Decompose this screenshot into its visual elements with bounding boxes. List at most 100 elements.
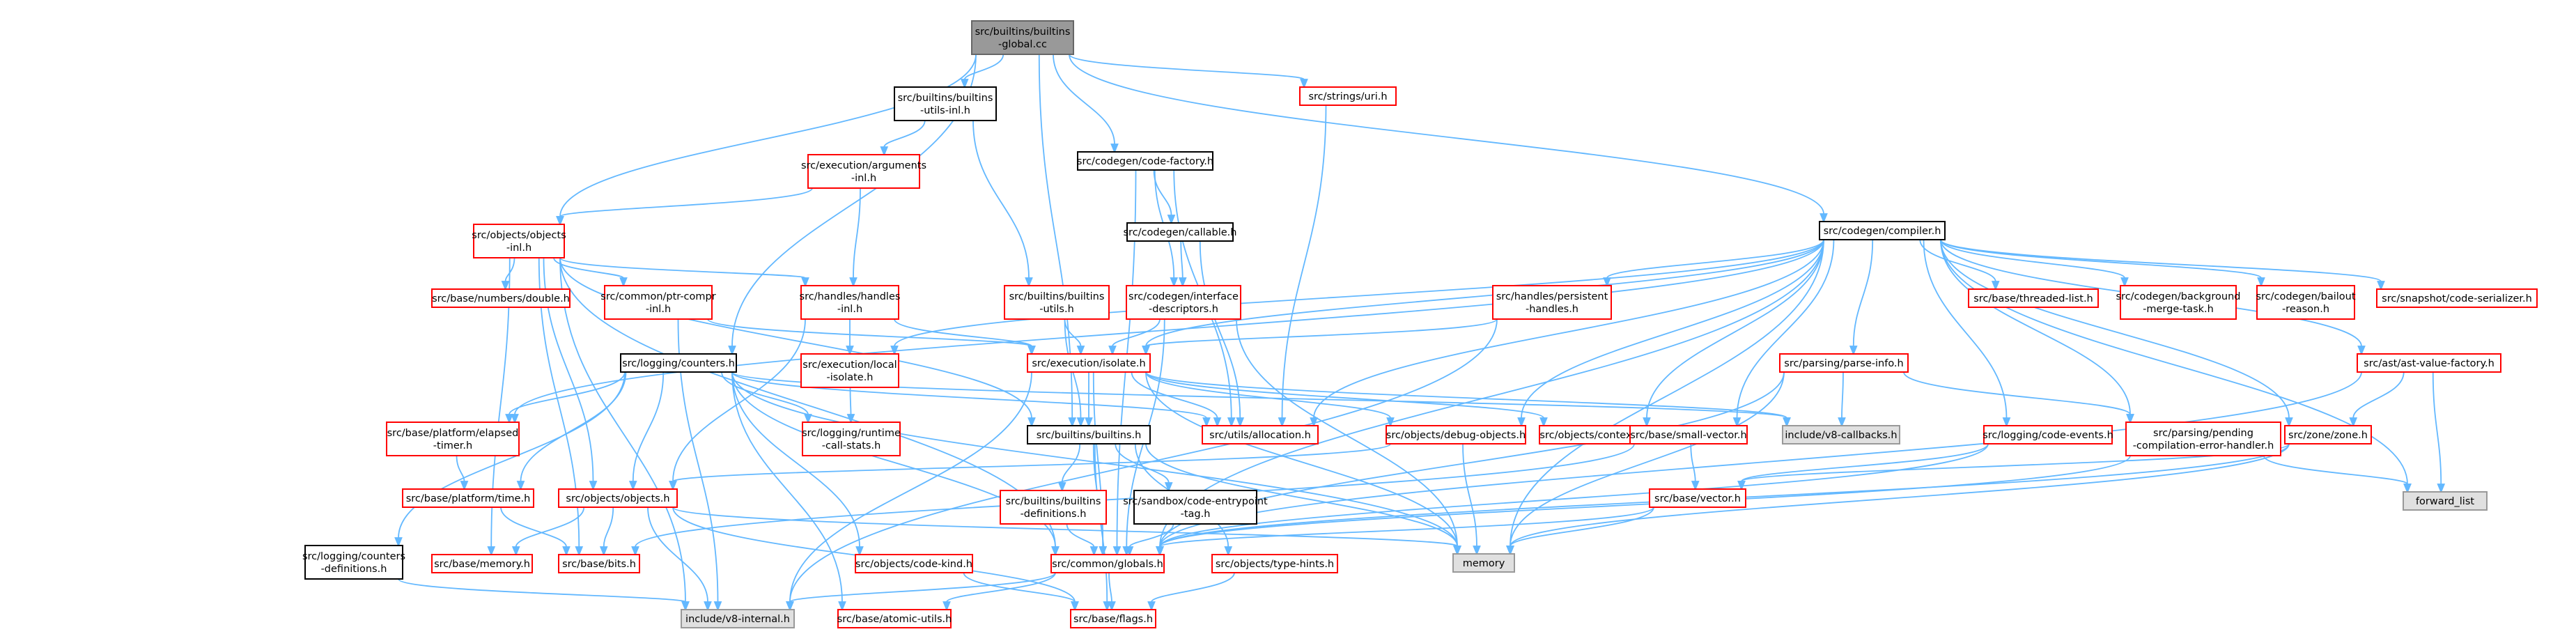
file-node-objects-objects[interactable]: src/objects/objects.h xyxy=(558,488,678,508)
node-box xyxy=(1027,353,1151,373)
file-node-base-atomic-utils[interactable]: src/base/atomic-utils.h xyxy=(837,609,952,628)
file-node-common-globals[interactable]: src/common/globals.h xyxy=(1050,554,1165,573)
node-label: src/builtins/builtins xyxy=(975,26,1071,38)
node-label: src/objects/type-hints.h xyxy=(1216,559,1334,570)
file-node-parsing-parse-info[interactable]: src/parsing/parse-info.h xyxy=(1779,353,1909,373)
file-node-codegen-background-merge-task[interactable]: src/codegen/background-merge-task.h xyxy=(2116,285,2241,320)
file-node-ast-ast-value-factory[interactable]: src/ast/ast-value-factory.h xyxy=(2357,353,2501,373)
edge-codegen-callable-to-utils-allocation xyxy=(1199,240,1245,428)
node-label: src/objects/objects xyxy=(472,230,566,241)
file-node-memory[interactable]: memory xyxy=(1452,553,1515,573)
file-node-common-ptr-compr-inl[interactable]: src/common/ptr-compr-inl.h xyxy=(600,285,716,320)
node-box xyxy=(1649,488,1746,508)
file-node-include-v8-internal[interactable]: include/v8-internal.h xyxy=(681,609,795,628)
file-node-codegen-compiler[interactable]: src/codegen/compiler.h xyxy=(1819,221,1946,240)
file-node-builtins-utils-inl[interactable]: src/builtins/builtins-utils-inl.h xyxy=(894,86,997,121)
file-node-base-flags[interactable]: src/base/flags.h xyxy=(1070,609,1156,628)
file-node-base-platform-elapsed-timer[interactable]: src/base/platform/elapsed-timer.h xyxy=(386,422,520,456)
file-node-exec-isolate[interactable]: src/execution/isolate.h xyxy=(1027,353,1151,373)
edge-line xyxy=(632,371,665,482)
edge-arrowhead xyxy=(1110,144,1119,154)
file-node-codegen-interface-descriptors[interactable]: src/codegen/interface-descriptors.h xyxy=(1126,285,1241,320)
edge-arrowhead xyxy=(2357,346,2366,356)
edge-arrowhead xyxy=(1236,417,1245,428)
file-node-logging-counters[interactable]: src/logging/counters.h xyxy=(620,353,737,373)
edge-arrowhead xyxy=(669,481,677,491)
file-node-handles-handles-inl[interactable]: src/handles/handles-inl.h xyxy=(800,285,901,320)
file-node-objects-debug-objects[interactable]: src/objects/debug-objects.h xyxy=(1386,425,1526,444)
edge-line xyxy=(1061,443,1081,484)
file-node-forward-list[interactable]: forward_list xyxy=(2403,491,2488,511)
edge-arrowhead xyxy=(1603,277,1611,288)
file-node-logging-runtime-call-stats[interactable]: src/logging/runtime-call-stats.h xyxy=(802,422,901,456)
file-node-base-vector[interactable]: src/base/vector.h xyxy=(1649,488,1746,508)
edge-layer xyxy=(394,54,2446,612)
file-node-codegen-code-factory[interactable]: src/codegen/code-factory.h xyxy=(1077,151,1213,171)
file-node-base-platform-time[interactable]: src/base/platform/time.h xyxy=(402,488,534,508)
file-node-builtins-builtins-definitions[interactable]: src/builtins/builtins-definitions.h xyxy=(1000,490,1107,525)
file-node-root[interactable]: src/builtins/builtins-global.cc xyxy=(971,20,1074,55)
file-node-zone-zone[interactable]: src/zone/zone.h xyxy=(2284,425,2372,444)
file-node-base-threaded-list[interactable]: src/base/threaded-list.h xyxy=(1968,288,2099,308)
edge-arrowhead xyxy=(487,546,496,557)
node-box xyxy=(1070,609,1156,628)
node-box xyxy=(1050,554,1165,573)
edge-arrowhead xyxy=(1732,417,1741,428)
edge-line xyxy=(509,371,626,415)
node-label: src/base/numbers/double.h xyxy=(432,293,570,304)
file-node-builtins-builtins[interactable]: src/builtins/builtins.h xyxy=(1027,425,1151,444)
edge-logging-code-events-to-common-globals xyxy=(1156,443,1989,557)
edge-line xyxy=(1131,371,1218,419)
edge-line xyxy=(883,120,926,148)
edge-sandbox-code-entrypoint-tag-to-common-globals xyxy=(1125,523,1174,557)
file-node-strings-uri[interactable]: src/strings/uri.h xyxy=(1299,86,1397,106)
node-label: src/codegen/compiler.h xyxy=(1824,226,1941,237)
edge-line xyxy=(1053,54,1115,145)
node-box xyxy=(1202,425,1319,444)
edge-arrowhead xyxy=(713,601,722,612)
file-node-base-numbers-double[interactable]: src/base/numbers/double.h xyxy=(431,288,571,308)
edge-line xyxy=(1940,239,2382,282)
file-node-exec-local-isolate[interactable]: src/execution/local-isolate.h xyxy=(800,353,899,388)
edge-arrowhead xyxy=(628,481,637,491)
file-node-handles-persistent-handles[interactable]: src/handles/persistent-handles.h xyxy=(1492,285,1612,320)
file-node-objects-objects-inl[interactable]: src/objects/objects-inl.h xyxy=(472,224,566,258)
edge-arrowhead xyxy=(1224,546,1233,557)
edge-arrowhead xyxy=(1142,346,1150,356)
edge-arrowhead xyxy=(1310,417,1318,428)
edge-line xyxy=(1919,239,1996,282)
node-label: src/base/platform/time.h xyxy=(406,493,531,504)
file-node-codegen-bailout-reason[interactable]: src/codegen/bailout-reason.h xyxy=(2256,285,2356,320)
file-node-exec-arguments-inl[interactable]: src/execution/arguments-inl.h xyxy=(801,154,926,189)
file-node-logging-counters-definitions[interactable]: src/logging/counters-definitions.h xyxy=(302,545,405,580)
file-node-utils-allocation[interactable]: src/utils/allocation.h xyxy=(1202,425,1319,444)
edge-line xyxy=(559,187,813,217)
edge-arrowhead xyxy=(1068,417,1077,428)
file-node-sandbox-code-entrypoint-tag[interactable]: src/sandbox/code-entrypoint-tag.h xyxy=(1123,490,1268,525)
node-box xyxy=(2120,285,2237,320)
file-node-codegen-callable[interactable]: src/codegen/callable.h xyxy=(1124,222,1237,242)
file-node-builtins-builtins-utils[interactable]: src/builtins/builtins-utils.h xyxy=(1004,285,1110,320)
file-node-snapshot-code-serializer[interactable]: src/snapshot/code-serializer.h xyxy=(2376,288,2538,308)
edge-logging-counters-definitions-to-include-v8-internal xyxy=(398,578,690,612)
file-node-logging-code-events[interactable]: src/logging/code-events.h xyxy=(1983,425,2113,444)
edge-codegen-compiler-to-objects-debug-objects xyxy=(1517,239,1824,428)
edge-arrowhead xyxy=(1849,346,1858,356)
file-node-base-bits[interactable]: src/base/bits.h xyxy=(558,554,640,573)
edge-parsing-pending-compilation-to-forward-list xyxy=(2263,455,2412,494)
file-node-base-memory[interactable]: src/base/memory.h xyxy=(431,554,533,573)
edge-line xyxy=(559,257,686,603)
file-node-parsing-pending-compilation[interactable]: src/parsing/pending-compilation-error-ha… xyxy=(2125,422,2281,456)
file-node-objects-type-hints[interactable]: src/objects/type-hints.h xyxy=(1211,554,1338,573)
edge-objects-objects-inl-to-base-numbers-double xyxy=(501,257,515,291)
edge-line xyxy=(1199,240,1241,419)
file-node-include-v8-callbacks[interactable]: include/v8-callbacks.h xyxy=(1782,425,1900,444)
file-node-objects-code-kind[interactable]: src/objects/code-kind.h xyxy=(855,554,973,573)
edge-line xyxy=(731,371,843,603)
file-node-base-small-vector[interactable]: src/base/small-vector.h xyxy=(1629,425,1748,444)
node-box xyxy=(2125,422,2281,456)
edge-exec-local-isolate-to-logging-runtime-call-stats xyxy=(846,387,855,424)
node-box xyxy=(800,353,899,388)
edge-arrowhead xyxy=(501,281,510,291)
node-label: src/codegen/code-factory.h xyxy=(1077,156,1213,167)
